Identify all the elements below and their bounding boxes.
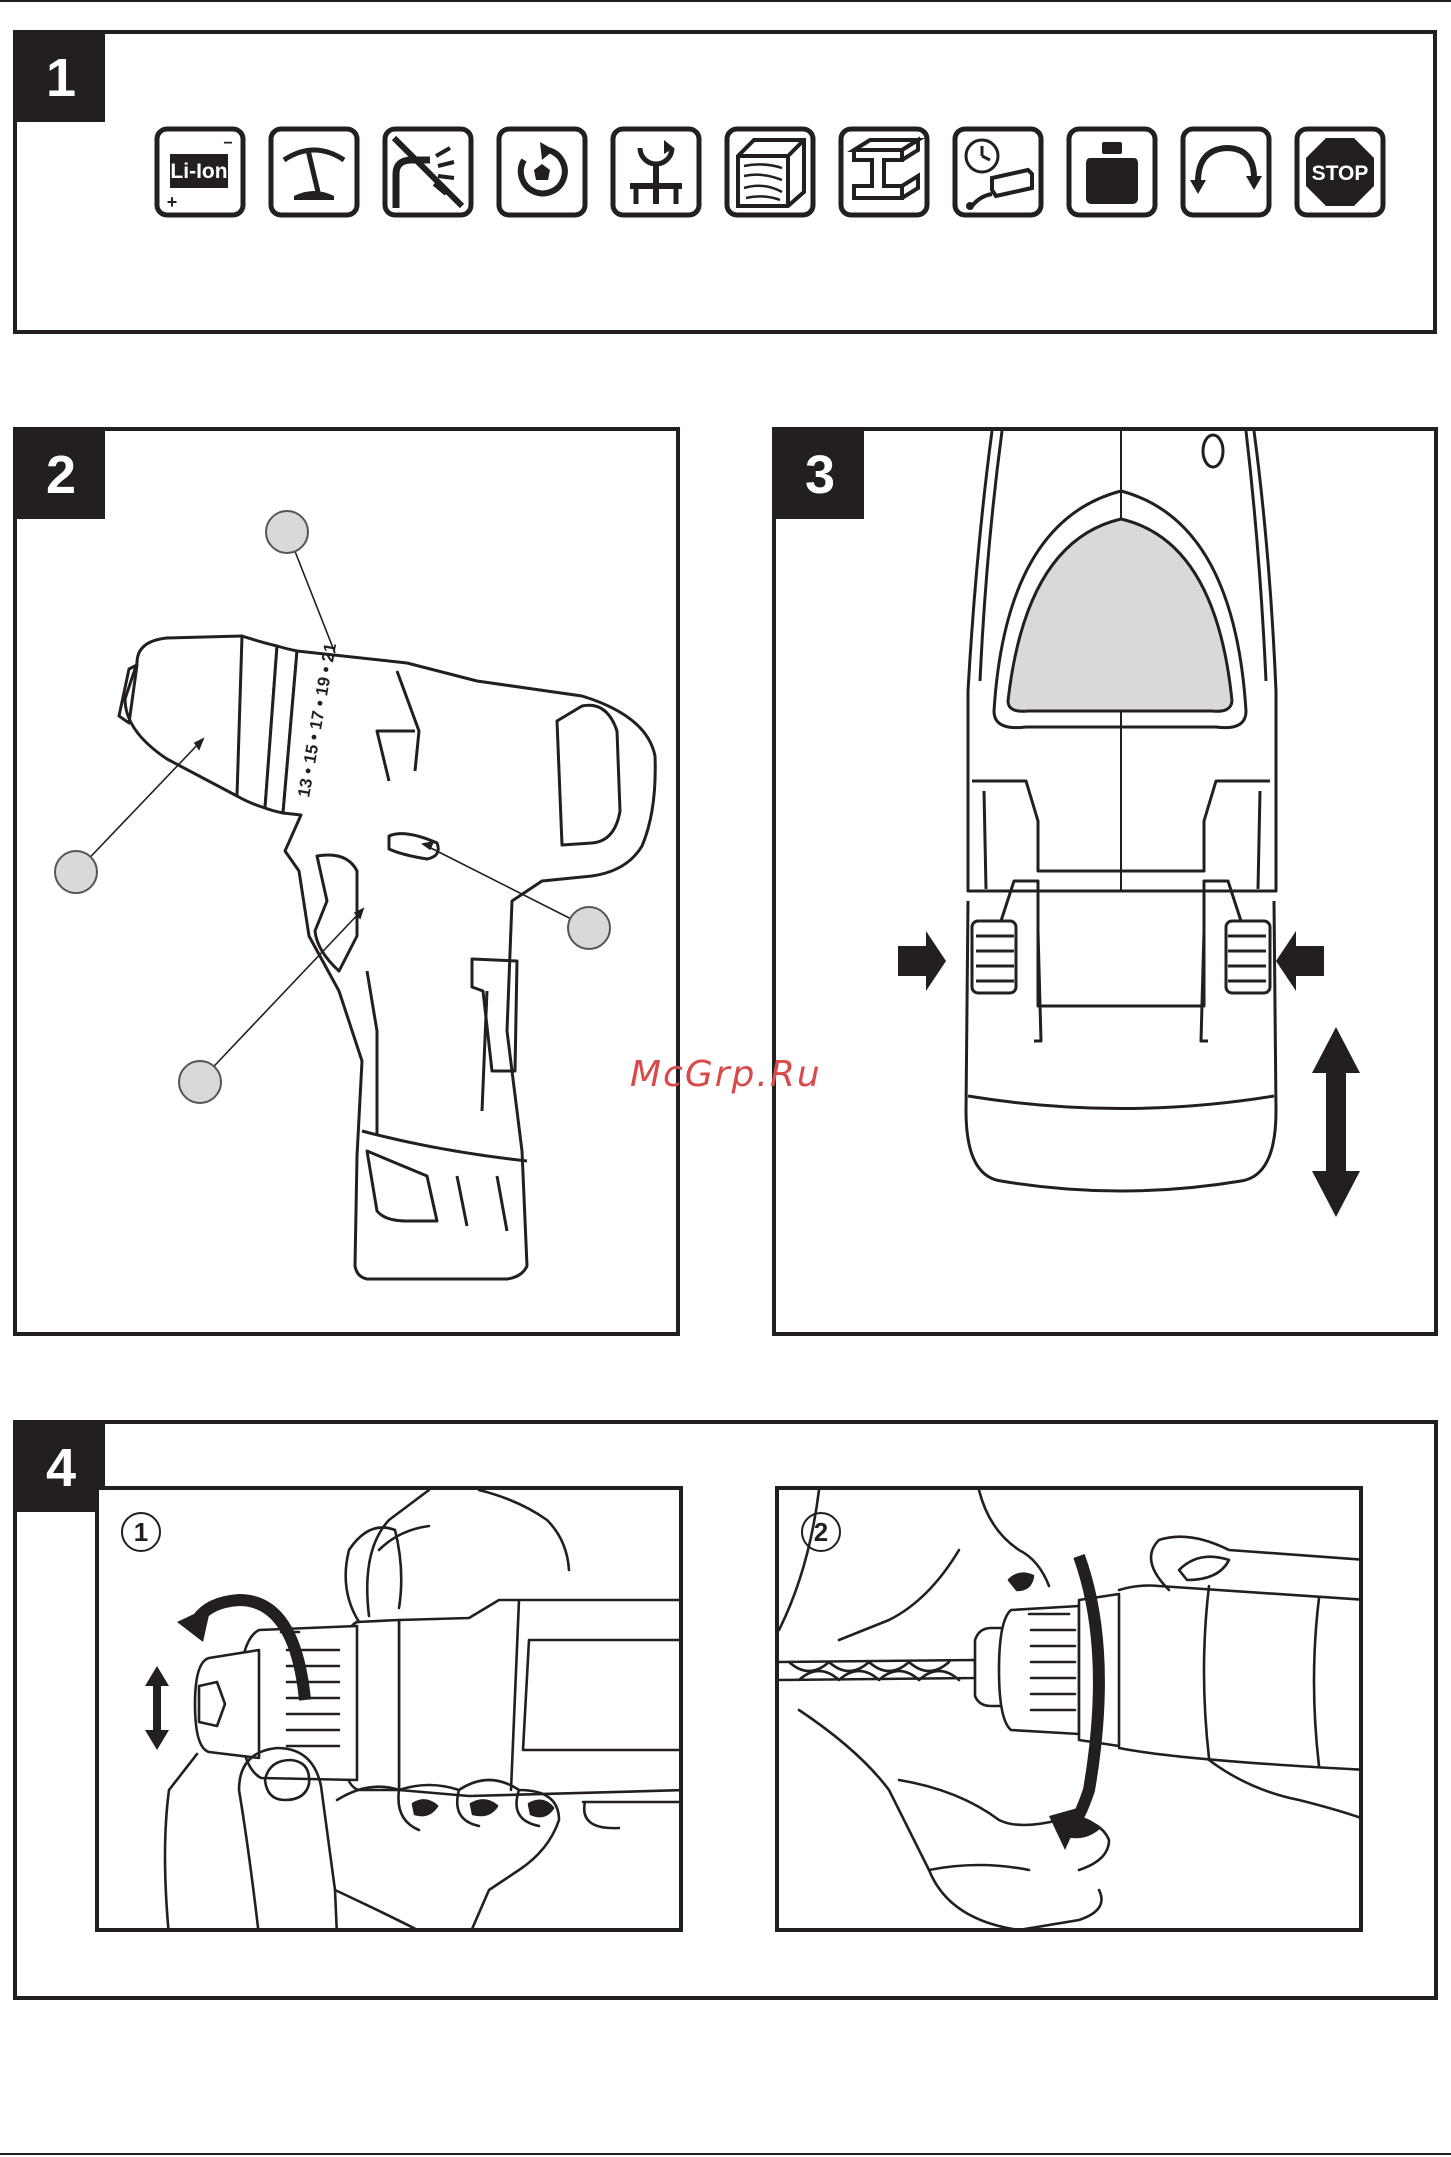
weight-icon: [1066, 126, 1158, 218]
top-rule: [0, 0, 1451, 2]
charging-time-icon: [952, 126, 1044, 218]
callout-circle-switch: [568, 907, 610, 949]
watermark: McGrp.Ru: [630, 1054, 822, 1095]
panel-4: 4 1: [13, 1420, 1438, 2000]
battery-minus: −: [223, 135, 232, 152]
no-water-icon: [382, 126, 474, 218]
battery-release-illustration: [776, 431, 1442, 1340]
panel-2: 2 13 • 15 • 17 •: [13, 427, 680, 1336]
panel-1-number: 1: [17, 34, 105, 122]
press-left-arrow-icon: [898, 931, 946, 991]
reverse-rotation-icon: [1180, 126, 1272, 218]
press-right-arrow-icon: [1276, 931, 1324, 991]
battery-plus: +: [167, 192, 178, 212]
drill-side-illustration: 13 • 15 • 17 • 19 • 21: [17, 431, 684, 1340]
metal-beam-icon: [838, 126, 930, 218]
stop-label: STOP: [1312, 162, 1369, 185]
callout-circle-trigger: [179, 1061, 221, 1103]
insert-bit-illustration: [779, 1490, 1363, 1932]
step-2-panel: 2: [775, 1486, 1363, 1932]
li-ion-battery-icon: Li-Ion − +: [154, 126, 246, 218]
open-jaws-arrow-icon: [145, 1666, 169, 1750]
open-chuck-illustration: [99, 1490, 683, 1932]
bottom-rule: [0, 2153, 1451, 2155]
wood-icon: [724, 126, 816, 218]
rotate-left-arrow-icon: [177, 1606, 211, 1642]
callout-circle-chuck: [55, 851, 97, 893]
stop-icon: STOP: [1294, 126, 1386, 218]
battery-label: Li-Ion: [170, 160, 227, 183]
slide-vertical-arrow-icon: [1312, 1027, 1360, 1217]
chuck-icon: [610, 126, 702, 218]
callout-circle-collar: [266, 511, 308, 553]
panel-1: 1 Li-Ion − +: [13, 30, 1437, 334]
panel-3: 3: [772, 427, 1438, 1336]
panel-4-number: 4: [17, 1424, 105, 1512]
step-1-panel: 1: [95, 1486, 683, 1932]
rotation-icon: [496, 126, 588, 218]
speed-gauge-icon: [268, 126, 360, 218]
